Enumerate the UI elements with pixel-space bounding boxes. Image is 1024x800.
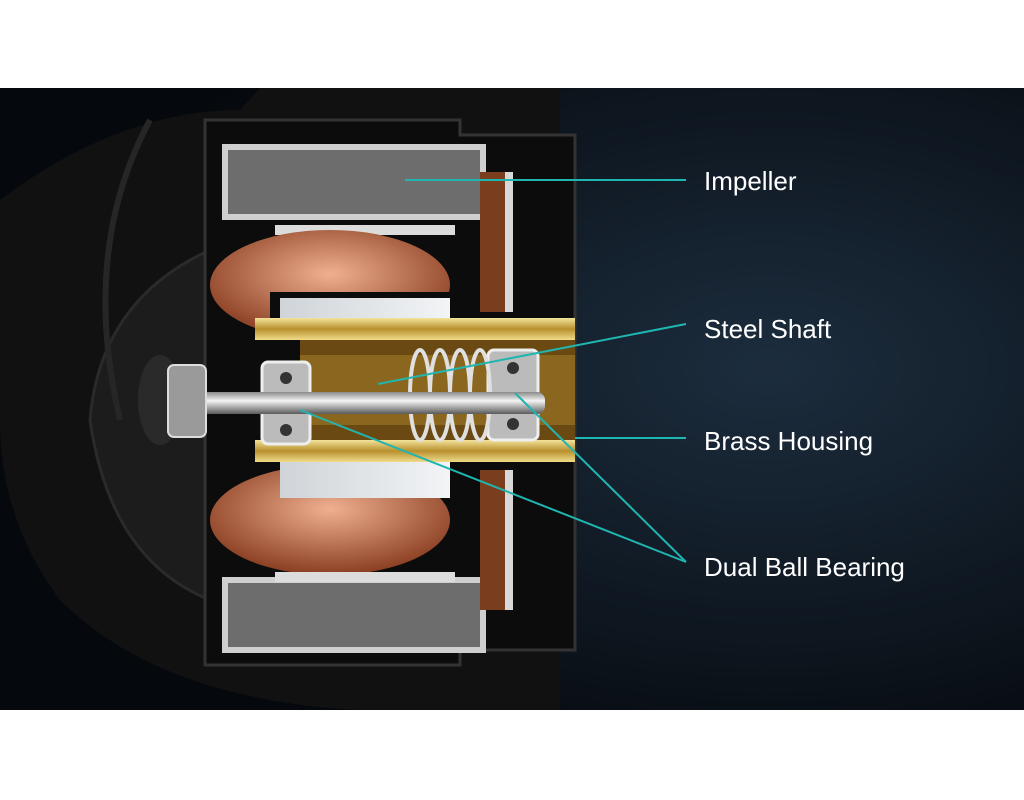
label-brass-housing: Brass Housing [704,426,873,456]
label-steel-shaft: Steel Shaft [704,314,832,344]
leader-lines [299,179,687,563]
leader-line-bearing-right [514,392,687,563]
label-impeller: Impeller [704,166,797,196]
label-dual-ball-bearing: Dual Ball Bearing [704,552,905,582]
leader-line-steel-shaft [377,323,687,385]
leader-line-bearing-left [299,409,687,563]
impeller-magnet [222,144,513,653]
fan-motor-cutaway-diagram: Impeller Steel Shaft Brass Housing Dual … [0,88,1024,710]
steel-shaft [138,355,545,445]
diagram-canvas: Impeller Steel Shaft Brass Housing Dual … [0,88,1024,710]
